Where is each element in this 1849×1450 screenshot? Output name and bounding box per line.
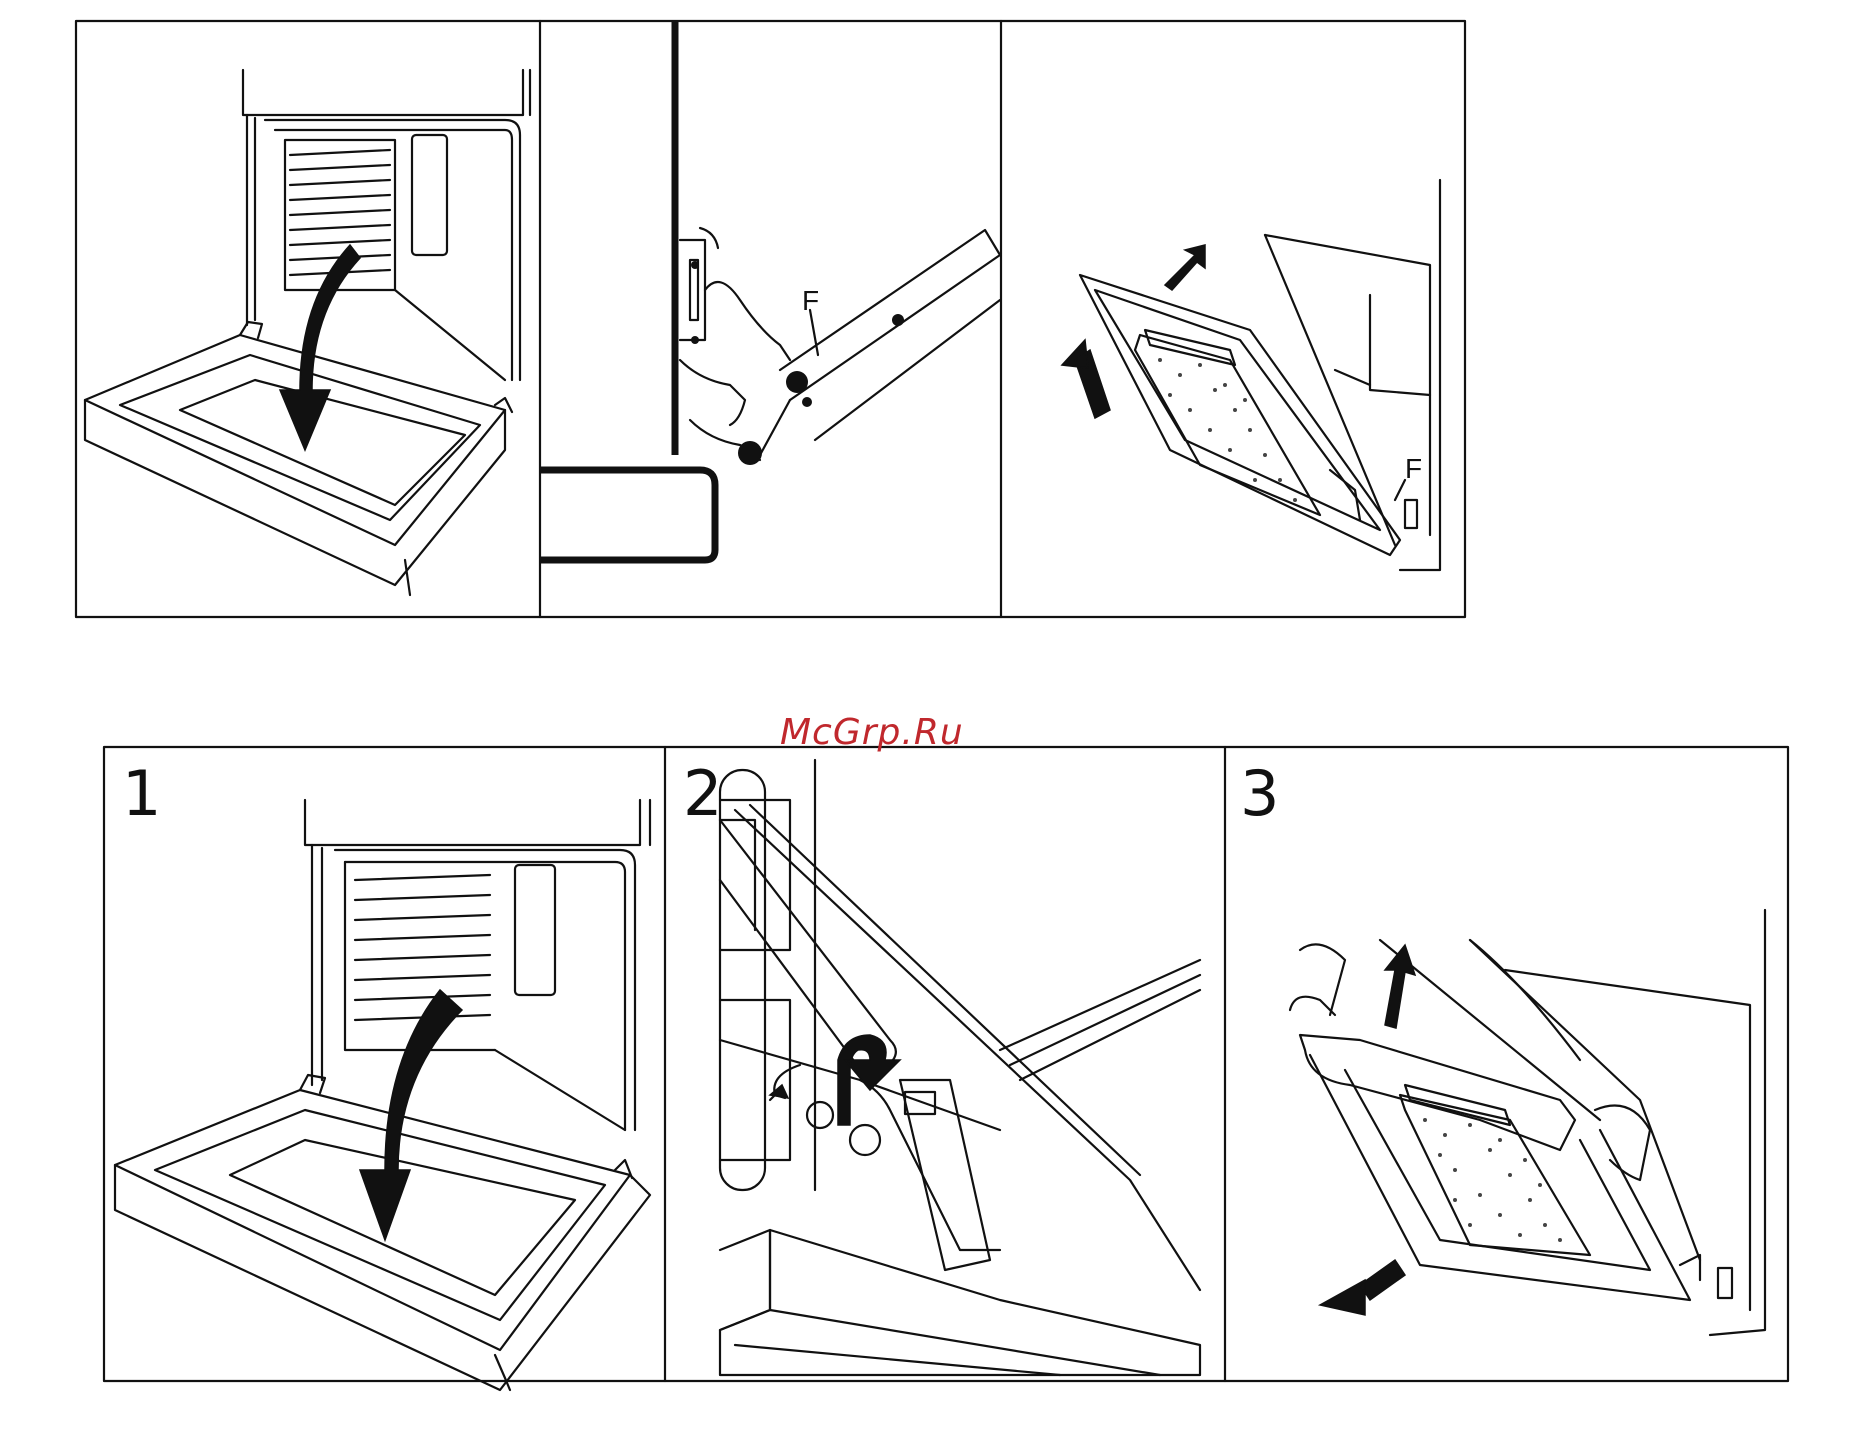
step-1-number: 1: [122, 757, 161, 830]
lift-arrow-icon-2: [1062, 340, 1110, 418]
watermark-text: McGrp.Ru: [780, 712, 964, 753]
lift-arrow-icon-3: [1385, 945, 1415, 1028]
bottom-figure: 1 2 3: [104, 747, 1788, 1390]
bottom-frame: [104, 747, 1788, 1381]
door-open-arrow-icon-2: [360, 990, 462, 1240]
top-figure: F: [76, 21, 1465, 617]
filter-texture-2: [1423, 1118, 1562, 1242]
label-f-top-right: F: [1405, 453, 1422, 484]
lift-arrow-icon: [1165, 245, 1205, 290]
top-panel-3-door-lift: F: [1062, 180, 1440, 570]
bottom-panel-3-door-remove: [1290, 910, 1765, 1335]
step-2-number: 2: [683, 757, 722, 830]
top-panel-2-hinge: F: [540, 21, 1000, 560]
step-3-number: 3: [1240, 757, 1279, 830]
label-f-top-left: F: [802, 285, 819, 316]
bottom-panel-1-oven: [115, 800, 650, 1390]
top-frame: [76, 21, 1465, 617]
pull-arrow-icon: [1320, 1260, 1405, 1315]
rotate-arrow-icon: [700, 228, 718, 248]
top-panel-1-oven: [85, 70, 530, 595]
bottom-panel-2-hinge: [720, 760, 1200, 1375]
